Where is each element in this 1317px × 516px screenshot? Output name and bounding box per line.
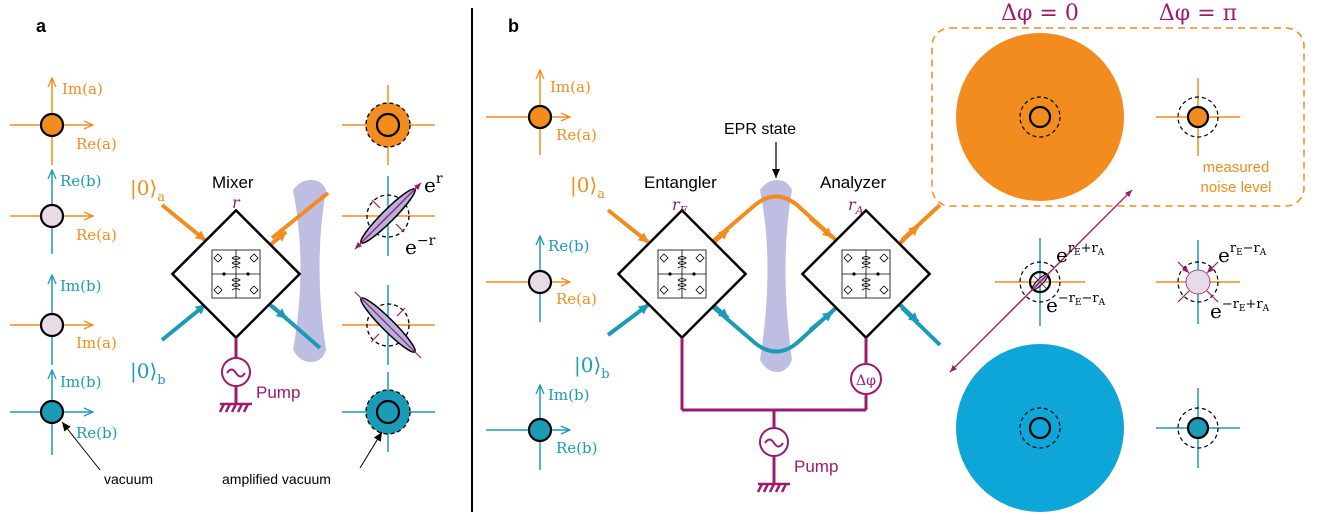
entangler-box bbox=[616, 208, 748, 340]
measured-box bbox=[931, 27, 1305, 207]
svg-text:Re(a): Re(a) bbox=[76, 135, 117, 153]
svg-text:Im(b): Im(b) bbox=[60, 373, 101, 391]
output-b-blue-pi bbox=[1156, 388, 1240, 468]
output-b-blue-0 bbox=[956, 344, 1124, 512]
phase-space-b2: Re(b) Re(a) bbox=[486, 236, 597, 322]
output-b-mid-pi bbox=[1156, 240, 1240, 324]
epr-state-beam bbox=[760, 180, 792, 372]
input-a-label-b: |0⟩a bbox=[570, 173, 605, 202]
measured-label-2: noise level bbox=[1201, 179, 1272, 196]
exp-label-4: e−rE+rA bbox=[1210, 297, 1270, 323]
input-b-label: |0⟩b bbox=[130, 359, 166, 388]
output-a1 bbox=[342, 85, 435, 165]
phase-space-b1: Im(a) Re(a) bbox=[486, 70, 597, 155]
panel-b-label: b bbox=[508, 16, 519, 36]
entangler-label: Entangler bbox=[644, 173, 717, 192]
phase-shifter bbox=[850, 363, 882, 395]
output-b-orange-0 bbox=[956, 33, 1124, 201]
output-a4 bbox=[342, 372, 435, 452]
pump-label-a: Pump bbox=[256, 383, 300, 402]
analyzer-param: rA bbox=[848, 195, 864, 217]
svg-text:Im(a): Im(a) bbox=[62, 80, 103, 98]
pump-wiring-b bbox=[680, 338, 868, 484]
svg-text:Im(a): Im(a) bbox=[550, 78, 591, 96]
squeeze-up-label: er bbox=[424, 171, 443, 197]
output-b-mid-0 bbox=[949, 189, 1133, 373]
svg-text:Re(a): Re(a) bbox=[556, 290, 597, 308]
phase-space-a4: Im(b) Re(b) bbox=[10, 370, 117, 455]
phase-zero-label: Δφ = 0 bbox=[1001, 1, 1079, 26]
mixer-box bbox=[170, 208, 302, 340]
pump-label-b: Pump bbox=[794, 457, 838, 476]
exp-label-3: erE−rA bbox=[1218, 241, 1267, 267]
phase-space-a3: Im(b) Im(a) bbox=[10, 275, 117, 365]
phase-pi-label: Δφ = π bbox=[1159, 1, 1237, 26]
mixer-label: Mixer bbox=[212, 173, 254, 192]
svg-text:Re(a): Re(a) bbox=[556, 126, 597, 144]
svg-text:Re(b): Re(b) bbox=[556, 439, 597, 457]
measured-label-1: measured bbox=[1203, 159, 1270, 176]
input-a-label: |0⟩a bbox=[130, 176, 165, 205]
output-a3 bbox=[342, 285, 435, 365]
squeezed-beam-a bbox=[293, 180, 326, 362]
exp-label-1: erE+rA bbox=[1056, 241, 1105, 267]
ground-a bbox=[218, 402, 252, 413]
vacuum-label: vacuum bbox=[104, 471, 153, 487]
svg-text:Im(b): Im(b) bbox=[60, 277, 101, 295]
epr-state-label: EPR state bbox=[724, 121, 796, 138]
panel-a-label: a bbox=[36, 16, 47, 36]
analyzer-label: Analyzer bbox=[820, 173, 886, 192]
output-a2 bbox=[342, 176, 435, 256]
svg-text:Re(b): Re(b) bbox=[76, 424, 117, 442]
phase-space-a2: Re(b) Re(a) bbox=[10, 170, 117, 254]
exp-label-2: e−rE−rA bbox=[1046, 291, 1106, 317]
phase-shifter-label: Δφ bbox=[856, 373, 876, 389]
output-b-orange-pi bbox=[1156, 78, 1240, 156]
svg-text:Im(a): Im(a) bbox=[76, 334, 117, 352]
phase-space-b3: Im(b) Re(b) bbox=[486, 385, 597, 470]
analyzer-box bbox=[800, 208, 932, 340]
svg-text:Re(b): Re(b) bbox=[60, 172, 101, 190]
svg-text:Im(b): Im(b) bbox=[548, 386, 589, 404]
svg-text:Re(a): Re(a) bbox=[76, 226, 117, 244]
ground-b bbox=[756, 482, 790, 493]
amplified-vacuum-label: amplified vacuum bbox=[222, 471, 331, 487]
svg-text:Re(b): Re(b) bbox=[548, 237, 589, 255]
input-b-label-b: |0⟩b bbox=[574, 353, 610, 382]
squeeze-down-label: e−r bbox=[405, 233, 436, 259]
mixer-param: r bbox=[232, 193, 241, 212]
phase-space-a1: Im(a) Re(a) bbox=[10, 78, 117, 165]
